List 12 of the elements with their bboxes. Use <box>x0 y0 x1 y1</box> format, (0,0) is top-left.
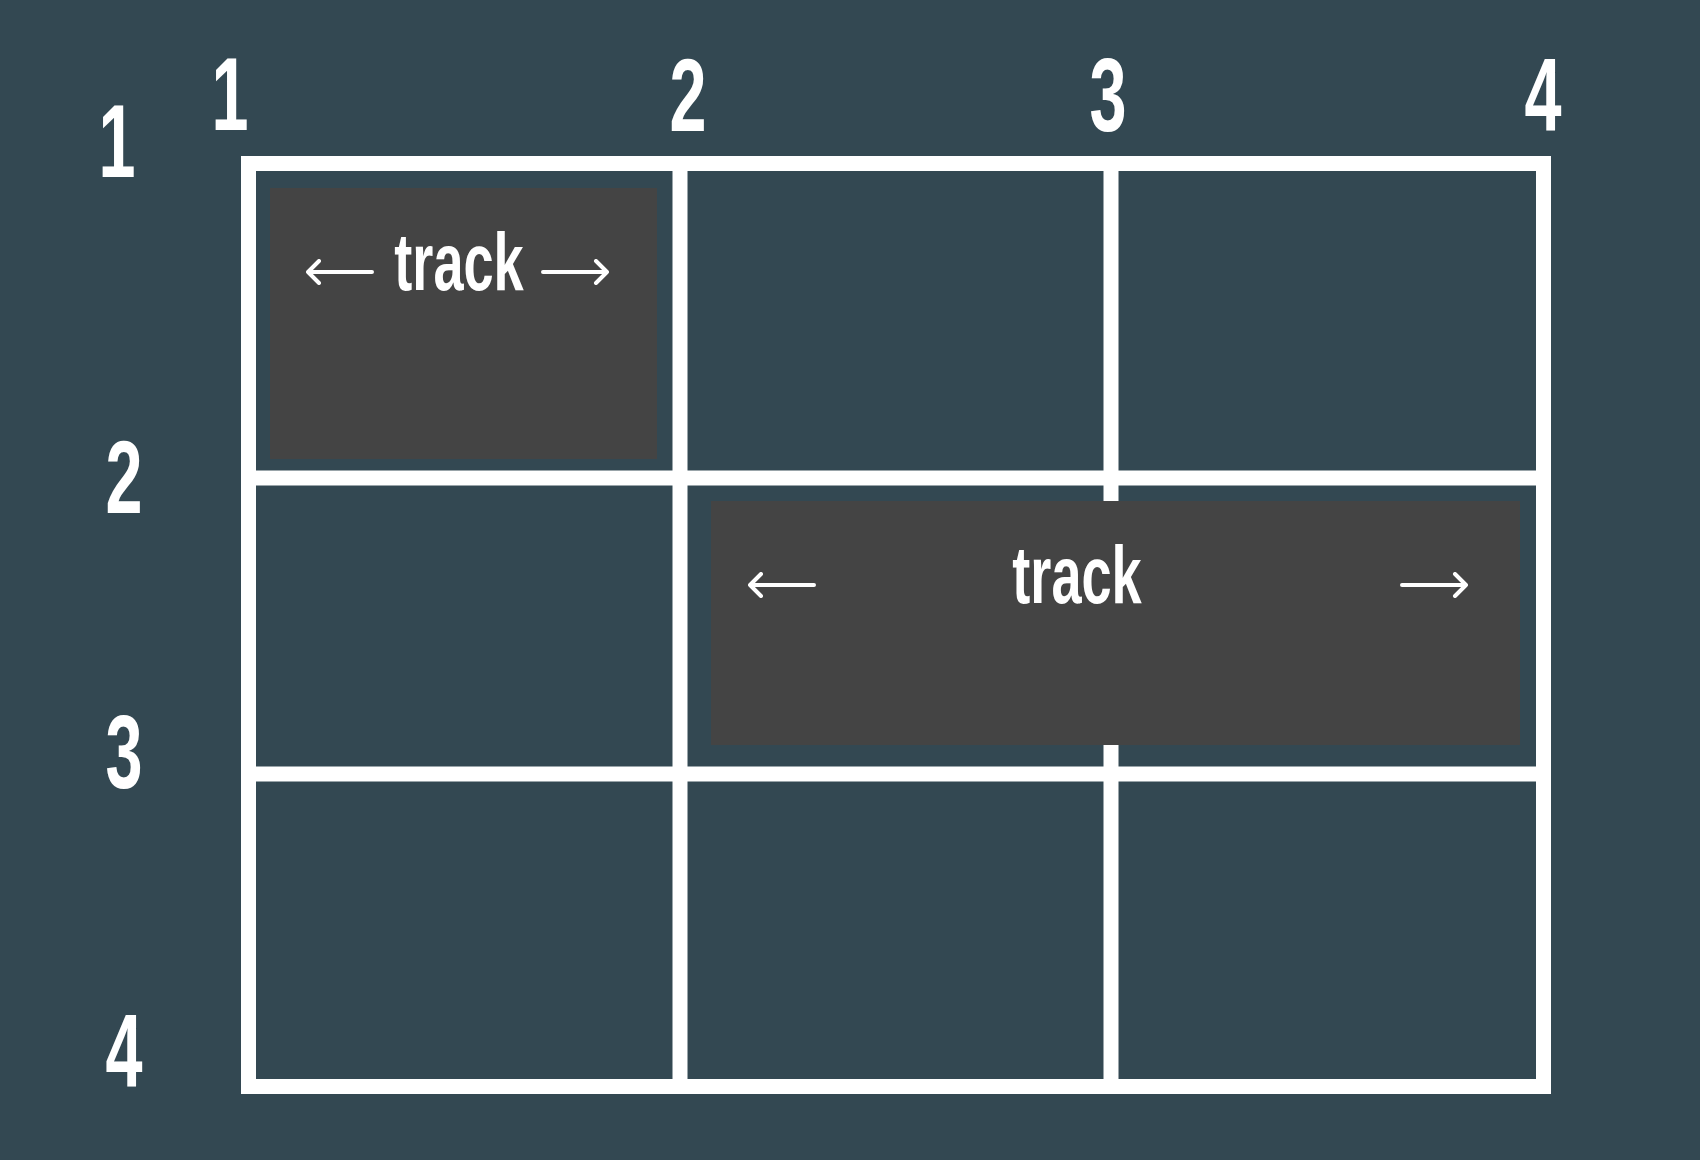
row-line-number: 4 <box>105 1013 143 1089</box>
row-line-number: 3 <box>105 714 143 790</box>
column-line-number: 4 <box>1524 57 1562 133</box>
track-label: track <box>394 231 524 293</box>
grid-item <box>711 501 1520 745</box>
row-line-number: 2 <box>105 439 143 515</box>
grid-item <box>270 188 657 459</box>
track-label: track <box>1012 544 1142 606</box>
column-line-number: 1 <box>211 56 249 132</box>
column-line-number: 2 <box>669 57 707 133</box>
row-line-number: 1 <box>98 103 136 179</box>
column-line-number: 3 <box>1089 57 1127 133</box>
